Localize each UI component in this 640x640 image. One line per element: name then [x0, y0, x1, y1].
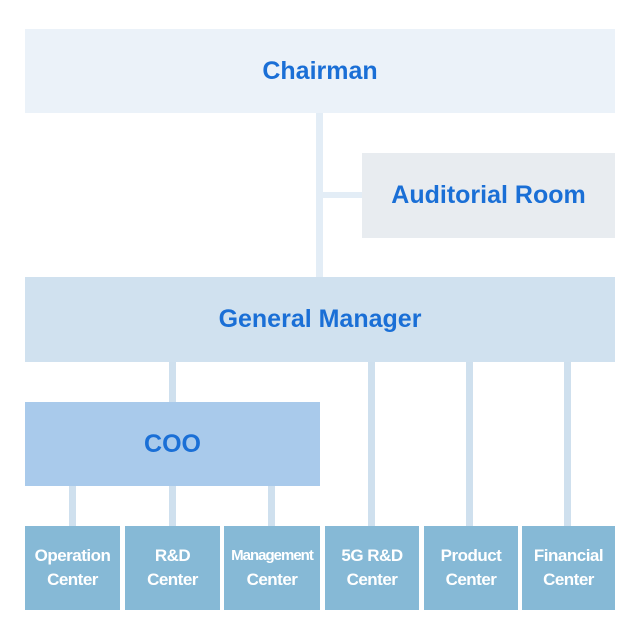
auditorial-room-label: Auditorial Room — [391, 181, 586, 209]
chairman-node: Chairman — [25, 29, 615, 113]
auditorial-room-node: Auditorial Room — [362, 153, 615, 238]
rd-center-line2: Center — [147, 570, 198, 589]
5g-rd-center-line2: Center — [346, 570, 398, 589]
financial-center-line2: Center — [543, 570, 594, 589]
management-center-line2: Center — [246, 570, 298, 589]
chairman-label: Chairman — [262, 56, 378, 85]
5g-rd-center-node: 5G R&D Center — [325, 526, 419, 610]
product-center-node: Product Center — [424, 526, 518, 610]
connector-manager-product — [466, 361, 473, 527]
general-manager-label: General Manager — [218, 305, 422, 333]
operation-center-node: Operation Center — [25, 526, 120, 610]
management-center-line1: Management — [231, 547, 314, 564]
connector-chairman-manager — [316, 112, 323, 278]
product-center-line2: Center — [445, 570, 497, 589]
financial-center-line1: Financial — [533, 546, 604, 565]
rd-center-node: R&D Center — [125, 526, 220, 610]
product-center-line1: Product — [440, 546, 502, 565]
connector-coo-operation — [69, 485, 76, 527]
connector-coo-management — [268, 485, 275, 527]
5g-rd-center-line1: 5G R&D — [341, 546, 403, 565]
connector-manager-financial — [564, 361, 571, 527]
rd-center-line1: R&D — [154, 546, 191, 565]
connector-coo-rd — [169, 485, 176, 527]
connector-manager-coo — [169, 361, 176, 403]
coo-label: COO — [144, 429, 201, 458]
financial-center-node: Financial Center — [522, 526, 615, 610]
general-manager-node: General Manager — [25, 277, 615, 362]
operation-center-line2: Center — [47, 570, 98, 589]
operation-center-line1: Operation — [34, 546, 111, 565]
connector-manager-5g — [368, 361, 375, 527]
management-center-node: Management Center — [224, 526, 320, 610]
coo-node: COO — [25, 402, 320, 486]
connector-auditorial — [323, 192, 363, 198]
